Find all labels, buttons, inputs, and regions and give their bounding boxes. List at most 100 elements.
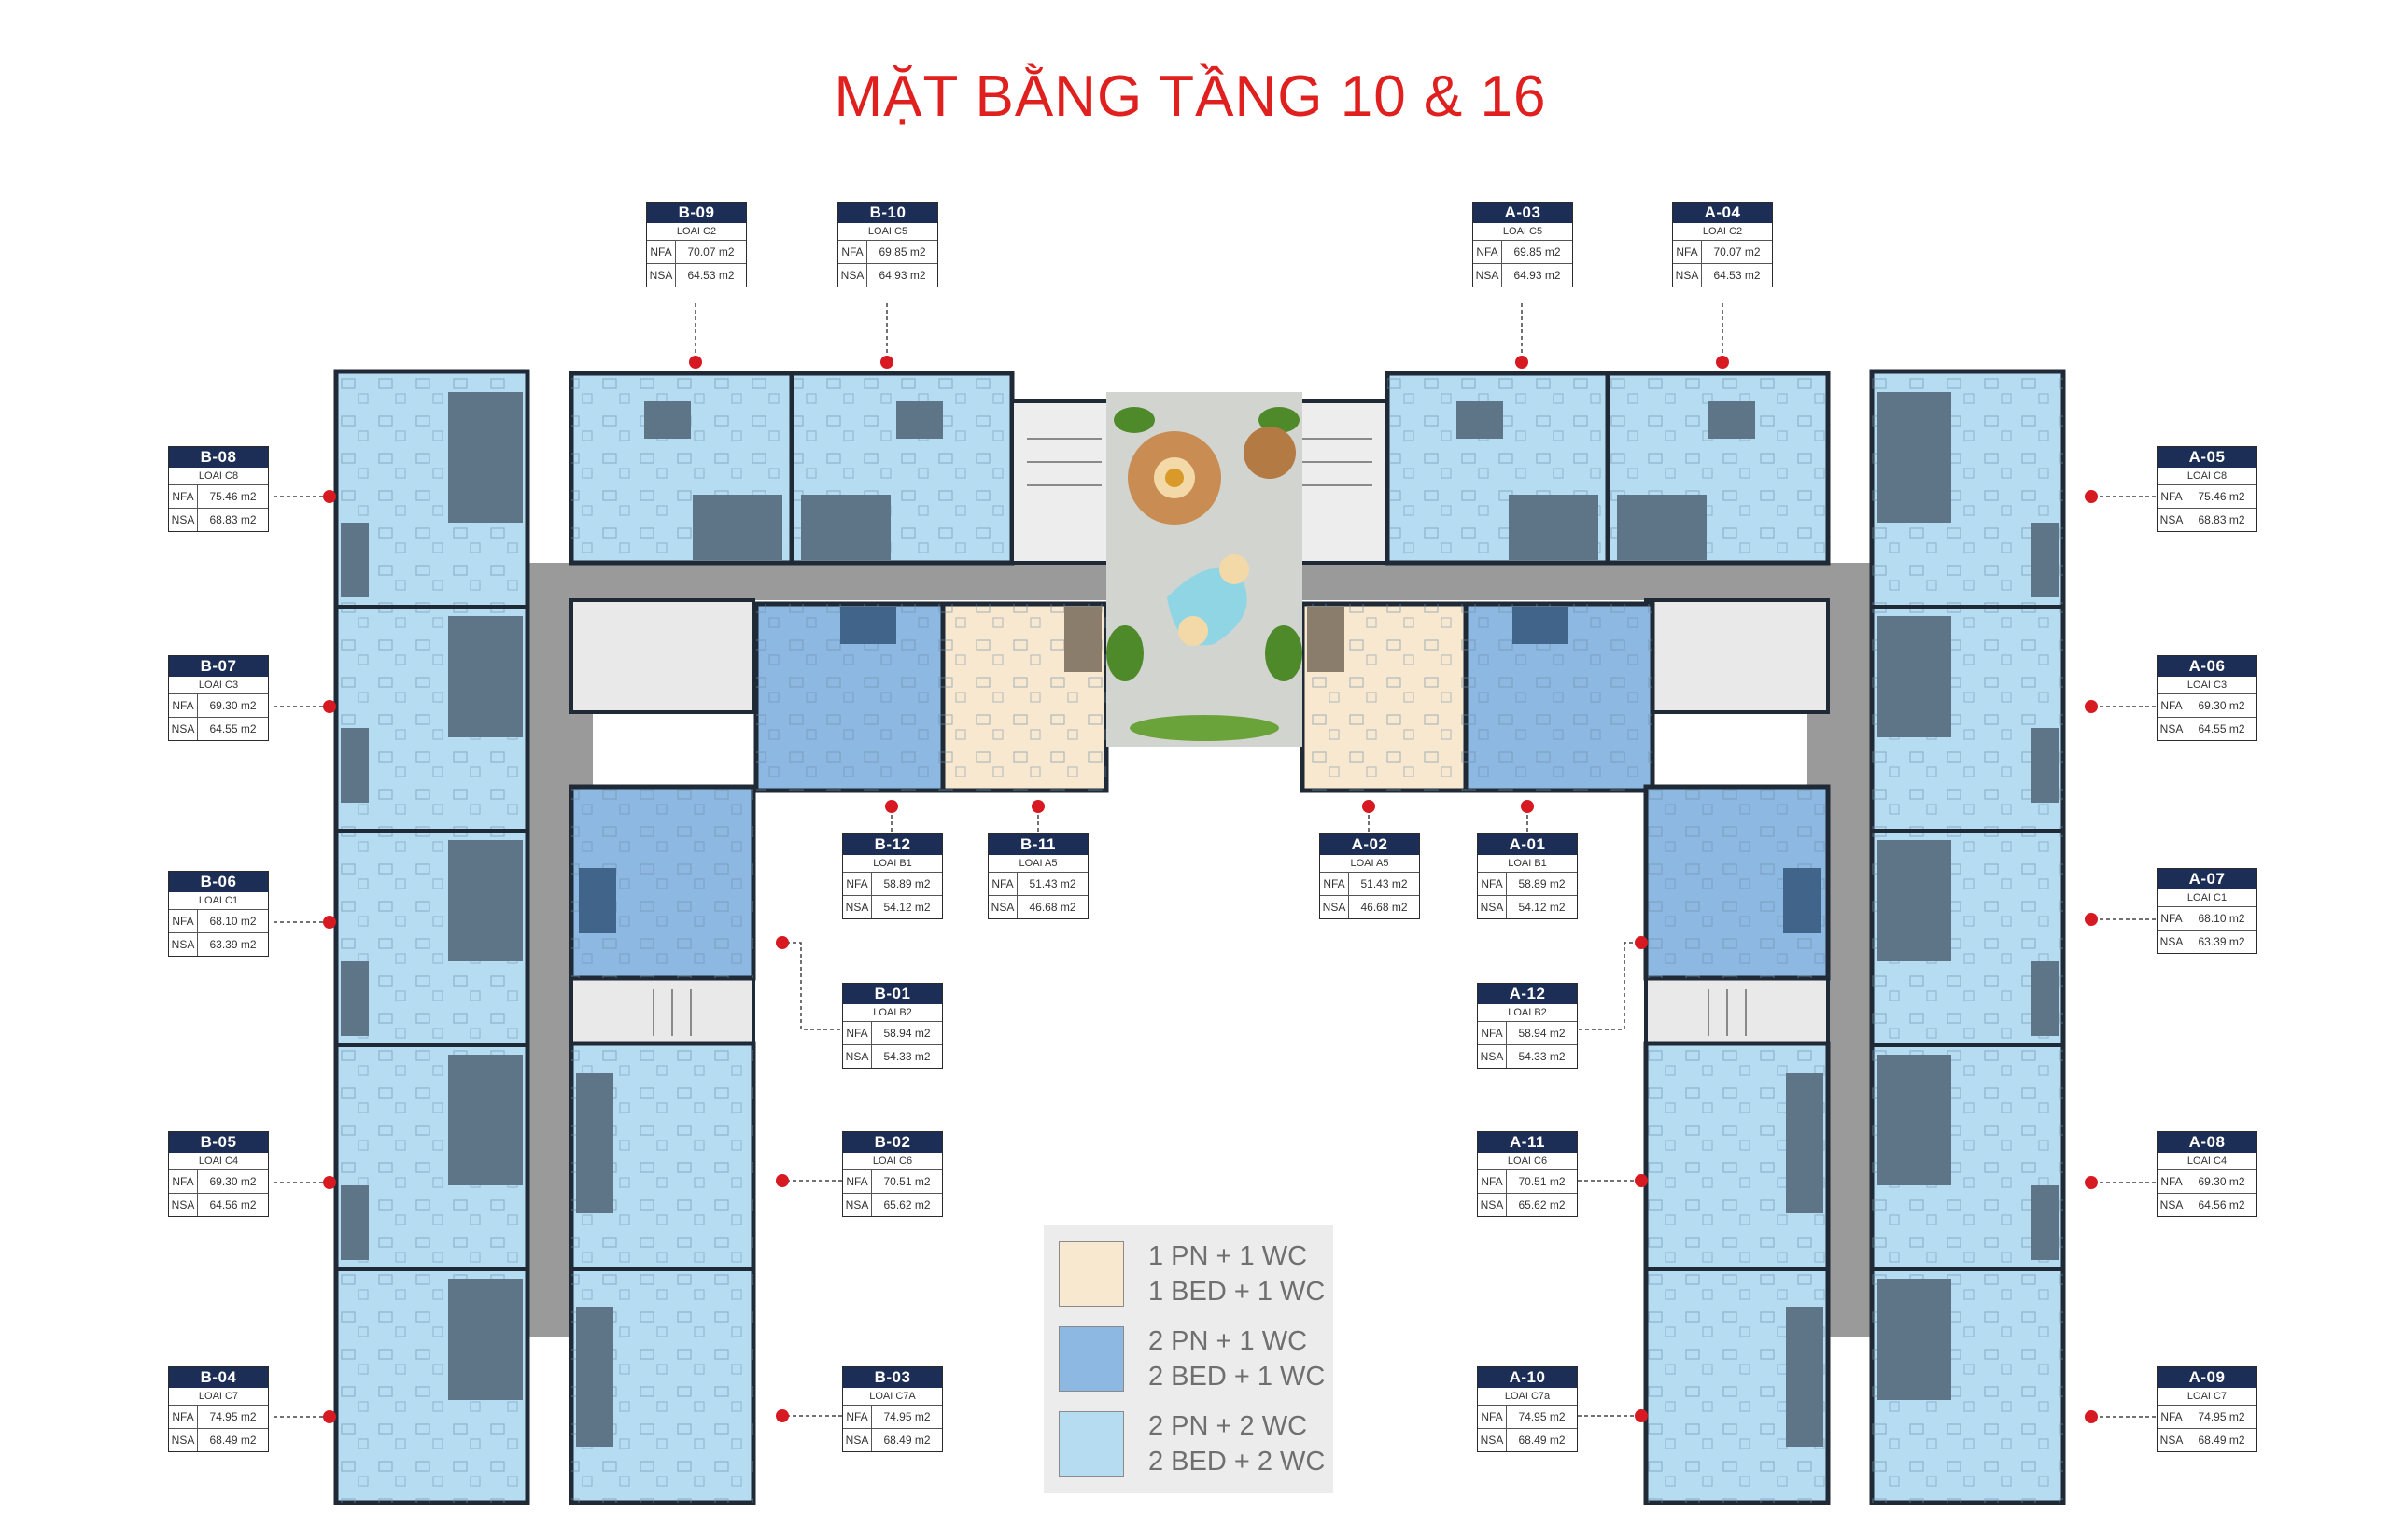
- legend-swatch: [1059, 1326, 1124, 1392]
- nsa-label: NSA: [1478, 896, 1507, 918]
- nfa-label: NFA: [169, 1170, 198, 1193]
- nfa-value: 70.07 m2: [1713, 245, 1761, 259]
- nfa-label: NFA: [2158, 485, 2186, 508]
- nfa-value: 75.46 m2: [2198, 490, 2245, 503]
- nsa-value: 68.83 m2: [2198, 513, 2245, 526]
- service-core: [569, 399, 1830, 1045]
- wing-a-top: [1385, 371, 1831, 566]
- nfa-label: NFA: [843, 1022, 872, 1044]
- center-units: [753, 601, 1655, 793]
- nfa-value: 58.89 m2: [883, 877, 931, 890]
- unit-code: A-06: [2158, 656, 2256, 677]
- nfa-label: NFA: [2158, 1406, 2186, 1428]
- nfa-value: 68.10 m2: [209, 915, 257, 928]
- leader-lines: [274, 303, 2157, 1418]
- unit-type: LOAI B1: [1478, 855, 1577, 873]
- nfa-value: 51.43 m2: [1360, 877, 1408, 890]
- nsa-value: 68.49 m2: [2198, 1434, 2245, 1447]
- unit-code: B-05: [169, 1132, 268, 1153]
- nfa-value: 74.95 m2: [2198, 1410, 2245, 1423]
- nsa-label: NSA: [843, 1045, 872, 1068]
- legend-label-en: 2 BED + 1 WC: [1148, 1362, 1326, 1392]
- nsa-value: 64.56 m2: [209, 1198, 257, 1211]
- nfa-label: NFA: [169, 1406, 198, 1428]
- nfa-label: NFA: [843, 873, 872, 895]
- unit-type: LOAI A5: [989, 855, 1088, 873]
- nsa-value: 63.39 m2: [2198, 935, 2245, 948]
- unit-type: LOAI C8: [169, 468, 268, 485]
- unit-type: LOAI B1: [843, 855, 942, 873]
- nfa-label: NFA: [2158, 1170, 2186, 1193]
- unit-code: B-01: [843, 984, 942, 1004]
- unit-code: B-04: [169, 1367, 268, 1388]
- nsa-label: NSA: [2158, 931, 2186, 953]
- legend-label-vn: 2 PN + 2 WC: [1148, 1411, 1308, 1441]
- nsa-label: NSA: [989, 896, 1018, 918]
- nfa-value: 58.94 m2: [1518, 1027, 1566, 1040]
- nfa-value: 74.95 m2: [209, 1410, 257, 1423]
- nsa-value: 54.33 m2: [883, 1050, 931, 1063]
- legend-item-1bed-1wc: 1 PN + 1 WC 1 BED + 1 WC: [1051, 1232, 1331, 1307]
- nfa-value: 70.51 m2: [1518, 1175, 1566, 1188]
- unit-type: LOAI C5: [838, 223, 937, 241]
- nfa-label: NFA: [169, 910, 198, 932]
- legend-item-2bed-1wc: 2 PN + 1 WC 2 BED + 1 WC: [1051, 1317, 1331, 1392]
- nfa-label: NFA: [1478, 1022, 1507, 1044]
- unit-type: LOAI C3: [2158, 677, 2256, 694]
- nfa-label: NFA: [838, 241, 867, 263]
- nfa-value: 58.94 m2: [883, 1027, 931, 1040]
- nfa-value: 69.85 m2: [1513, 245, 1561, 259]
- unit-code: A-05: [2158, 447, 2256, 468]
- nfa-label: NFA: [843, 1406, 872, 1428]
- nfa-label: NFA: [169, 694, 198, 717]
- nfa-value: 70.51 m2: [883, 1175, 931, 1188]
- unit-markers: [323, 356, 2098, 1423]
- nsa-label: NSA: [1478, 1194, 1507, 1216]
- nfa-value: 58.89 m2: [1518, 877, 1566, 890]
- unit-code: A-09: [2158, 1367, 2256, 1388]
- nfa-label: NFA: [1320, 873, 1349, 895]
- nsa-label: NSA: [843, 1429, 872, 1451]
- nsa-value: 65.62 m2: [883, 1198, 931, 1211]
- nfa-label: NFA: [1473, 241, 1502, 263]
- nfa-label: NFA: [843, 1170, 872, 1193]
- unit-type: LOAI C7a: [1478, 1388, 1577, 1406]
- legend-swatch: [1059, 1241, 1124, 1307]
- unit-type: LOAI C4: [169, 1153, 268, 1170]
- nsa-value: 68.83 m2: [209, 513, 257, 526]
- unit-type: LOAI C7: [2158, 1388, 2256, 1406]
- legend: 1 PN + 1 WC 1 BED + 1 WC 2 PN + 1 WC 2 B…: [1044, 1225, 1333, 1493]
- nsa-value: 68.49 m2: [1518, 1434, 1566, 1447]
- unit-type: LOAI C2: [647, 223, 746, 241]
- nsa-label: NSA: [1673, 264, 1702, 287]
- legend-label-en: 1 BED + 1 WC: [1148, 1277, 1326, 1307]
- nfa-value: 74.95 m2: [883, 1410, 931, 1423]
- garden-courtyard: [1106, 392, 1302, 747]
- nfa-value: 70.07 m2: [687, 245, 735, 259]
- unit-code: A-10: [1478, 1367, 1577, 1388]
- nsa-label: NSA: [843, 1194, 872, 1216]
- unit-code: A-04: [1673, 203, 1772, 223]
- nfa-label: NFA: [2158, 694, 2186, 717]
- unit-code: B-03: [843, 1367, 942, 1388]
- nsa-value: 54.12 m2: [1518, 901, 1566, 914]
- nfa-label: NFA: [169, 485, 198, 508]
- page-title: MẶT BẰNG TẦNG 10 & 16: [834, 64, 1547, 129]
- unit-code: A-08: [2158, 1132, 2256, 1153]
